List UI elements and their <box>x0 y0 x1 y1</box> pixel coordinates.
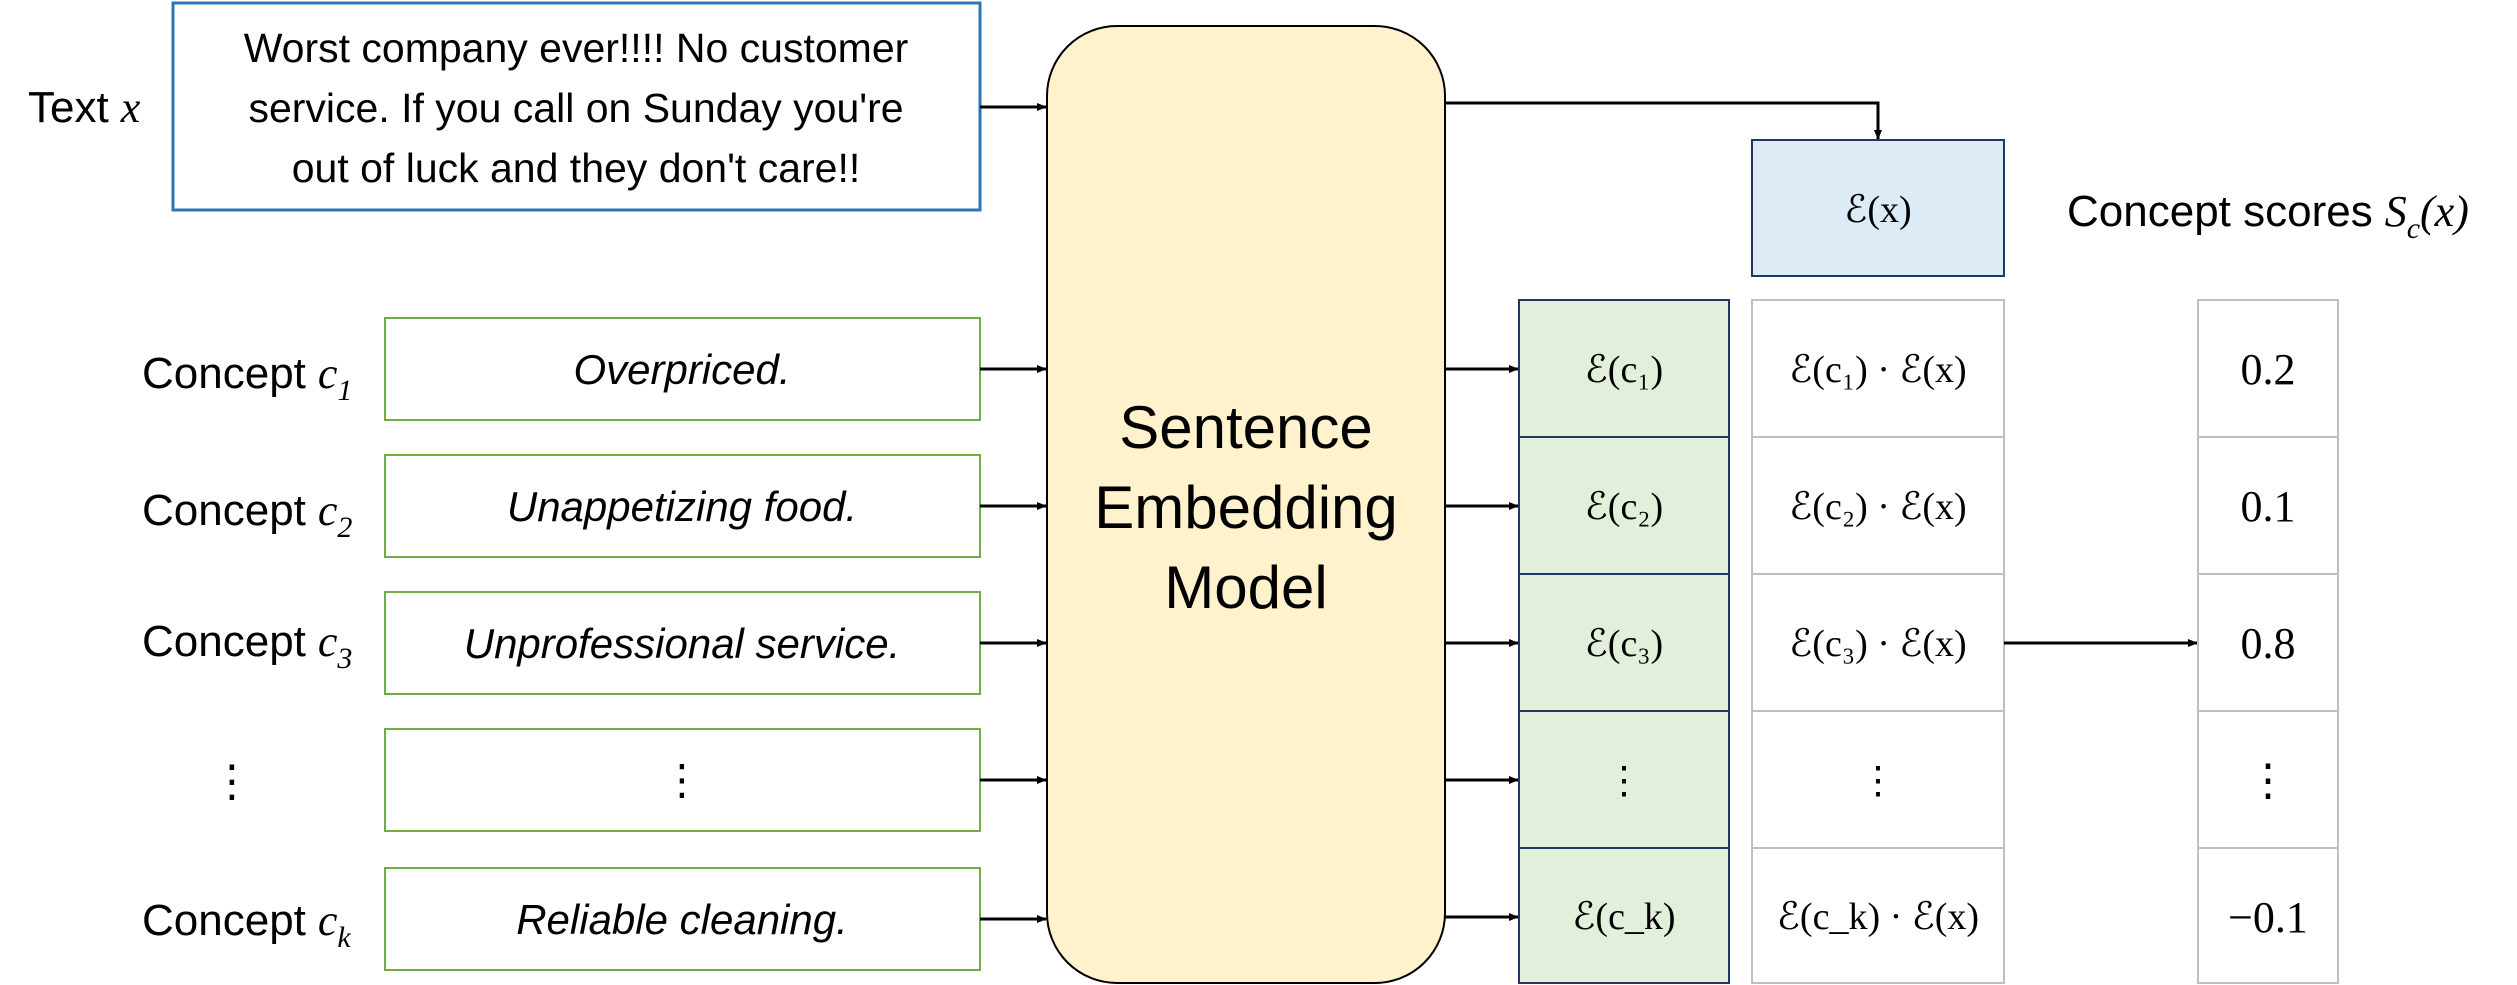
dot-product-cell-ellipsis <box>1751 710 2005 849</box>
dot-product-text-3: ℰ(c₃) · ℰ(x) <box>1789 623 1966 665</box>
dot-product-cell-k <box>1751 847 2005 984</box>
score-cell-k <box>2197 847 2339 984</box>
text-input-line-2: service. If you call on Sunday you're <box>248 85 903 131</box>
dot-product-text-2: ℰ(c₂) · ℰ(x) <box>1789 486 1966 528</box>
concept-text-3: Unprofessional service. <box>464 620 901 667</box>
model-to-text-embedding-arrow <box>1445 101 1882 140</box>
model-label-line-1: Sentence <box>1119 394 1373 461</box>
concept-embedding-cell-1 <box>1518 299 1730 438</box>
dot-product-cell-1 <box>1751 299 2005 438</box>
score-cell-1 <box>2197 299 2339 438</box>
text-embedding-box <box>1751 139 2005 277</box>
concept-embedding-cell-2 <box>1518 436 1730 575</box>
score-cell-ellipsis <box>2197 710 2339 849</box>
concept-embedding-text-ellipsis: ⋮ <box>1605 760 1643 802</box>
concept-text-2: Unappetizing food. <box>507 483 857 530</box>
score-cell-3 <box>2197 573 2339 712</box>
score-text-1: 0.2 <box>2241 345 2296 394</box>
concept-embedding-text-k: ℰ(c_k) <box>1572 896 1675 938</box>
concept-embedding-text-2: ℰ(c₂) <box>1585 486 1663 528</box>
concept-embedding-text-3: ℰ(c₃) <box>1585 623 1663 665</box>
score-text-ellipsis: ⋮ <box>2246 756 2290 805</box>
concept-embedding-cell-ellipsis <box>1518 710 1730 849</box>
dot-product-cell-3 <box>1751 573 2005 712</box>
text-input-line-1: Worst company ever!!!! No customer <box>244 25 909 71</box>
score-text-3: 0.8 <box>2241 619 2296 668</box>
text-input-line-3: out of luck and they don't care!! <box>292 145 861 191</box>
concept-box-k <box>384 867 981 971</box>
concept-text-1: Overpriced. <box>573 346 790 393</box>
score-cell-2 <box>2197 436 2339 575</box>
concept-embedding-text-1: ℰ(c₁) <box>1585 349 1663 391</box>
concept-embedding-cell-k <box>1518 847 1730 984</box>
concept-embedding-cell-3 <box>1518 573 1730 712</box>
score-text-k: −0.1 <box>2228 893 2308 942</box>
model-label-line-2: Embedding <box>1094 474 1398 541</box>
score-text-2: 0.1 <box>2241 482 2296 531</box>
concept-box-3 <box>384 591 981 695</box>
concept-box-ellipsis <box>384 728 981 832</box>
text-embedding-label: ℰ(x) <box>1844 189 1911 231</box>
text-input-box <box>171 1 982 212</box>
model-label-line-3: Model <box>1164 554 1327 621</box>
dot-product-text-ellipsis: ⋮ <box>1859 760 1897 802</box>
concept-text-k: Reliable cleaning. <box>516 896 848 943</box>
concept-label-ellipsis: ⋮ <box>210 757 254 806</box>
concept-box-1 <box>384 317 981 421</box>
concept-box-2 <box>384 454 981 558</box>
concept-text-ellipsis: ⋮ <box>661 756 703 803</box>
dot-product-text-k: ℰ(c_k) · ℰ(x) <box>1777 896 1979 938</box>
dot-product-text-1: ℰ(c₁) · ℰ(x) <box>1789 349 1966 391</box>
